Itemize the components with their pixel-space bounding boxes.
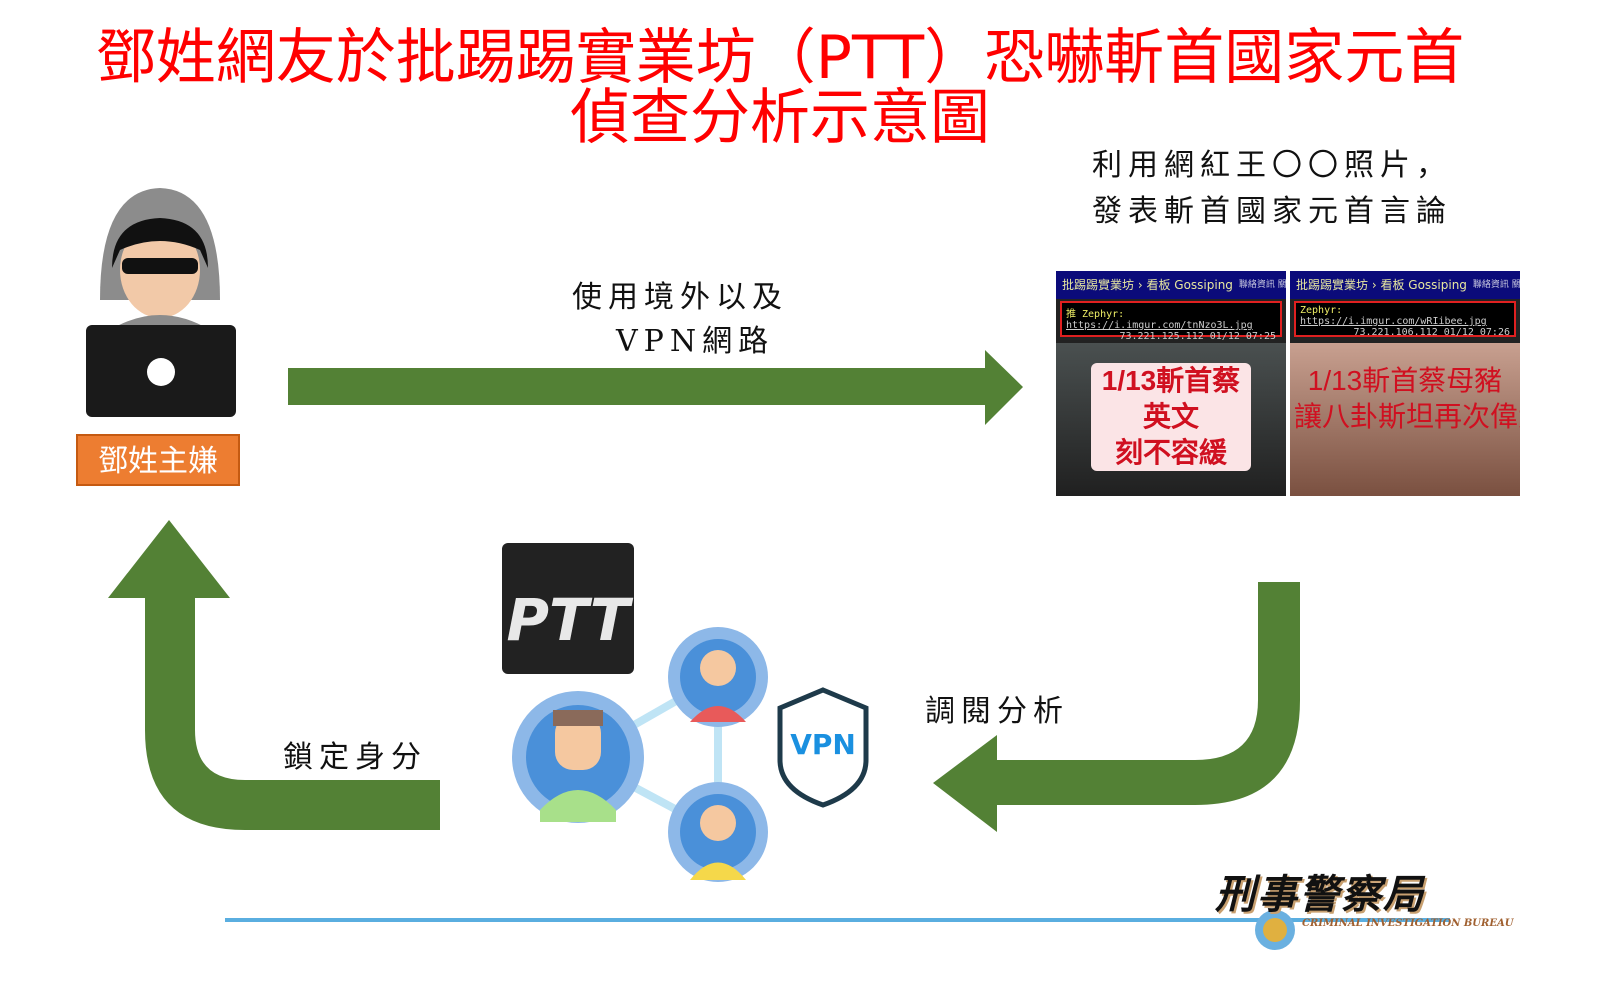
svg-text:PTT: PTT [507, 586, 634, 654]
board-name: 看板 Gossiping [1380, 278, 1467, 292]
analysis-label: 調閱分析 [925, 694, 1069, 729]
post-user: Zephyr: [1300, 305, 1343, 316]
identify-label: 鎖定身分 [283, 740, 427, 775]
network-users-icon [512, 627, 768, 882]
note-line-2: 發表斬首國家元首言論 [1092, 194, 1452, 229]
board-name: 看板 Gossiping [1146, 278, 1233, 292]
post-url: https://i.imgur.com/tnNzo3L.jpg [1066, 320, 1253, 331]
arrow-right [288, 350, 1023, 425]
arrow-up-left [108, 520, 440, 830]
arrow-top-label-2: VPN網路 [616, 324, 775, 359]
site-name: 批踢踢實業坊 [1296, 278, 1369, 292]
title-line-1: 鄧姓網友於批踢踢實業坊（PTT）恐嚇斬首國家元首 [95, 23, 1465, 93]
caption-box: 1/13斬首蔡英文刻不容緩 [1091, 363, 1251, 471]
suspect-label: 鄧姓主嫌 [76, 434, 240, 486]
header-links: 聯絡資訊 關於我們 [1472, 280, 1520, 290]
note-line-1: 利用網紅王〇〇照片， [1092, 148, 1452, 183]
post-user: 推 Zephyr: [1066, 309, 1125, 320]
cib-logo-text: 刑事警察局 [1215, 872, 1425, 918]
site-name: 批踢踢實業坊 [1062, 278, 1135, 292]
arrow-top-label-1: 使用境外以及 [572, 280, 788, 315]
post-ip-time: 73.221.106.112 01/12 07:26 [1353, 327, 1510, 338]
title-line-2: 偵查分析示意圖 [570, 83, 990, 153]
arrow-left-bottom [933, 582, 1300, 832]
cib-english-name: CRIMINAL INVESTIGATION BUREAU [1302, 918, 1514, 929]
vpn-shield-icon [777, 687, 869, 808]
vpn-label: VPN [790, 728, 856, 761]
header-links: 聯絡資訊 關於我們 [1238, 280, 1286, 290]
ptt-logo-icon: PTT [502, 543, 634, 674]
caption-text: 1/13斬首蔡母豬讓八卦斯坦再次偉大 [1294, 365, 1520, 432]
hacker-icon [86, 188, 236, 417]
post-url: https://i.imgur.com/wRIibee.jpg [1300, 316, 1487, 327]
post-ip-time: 73.221.125.112 01/12 07:25 [1119, 331, 1276, 342]
